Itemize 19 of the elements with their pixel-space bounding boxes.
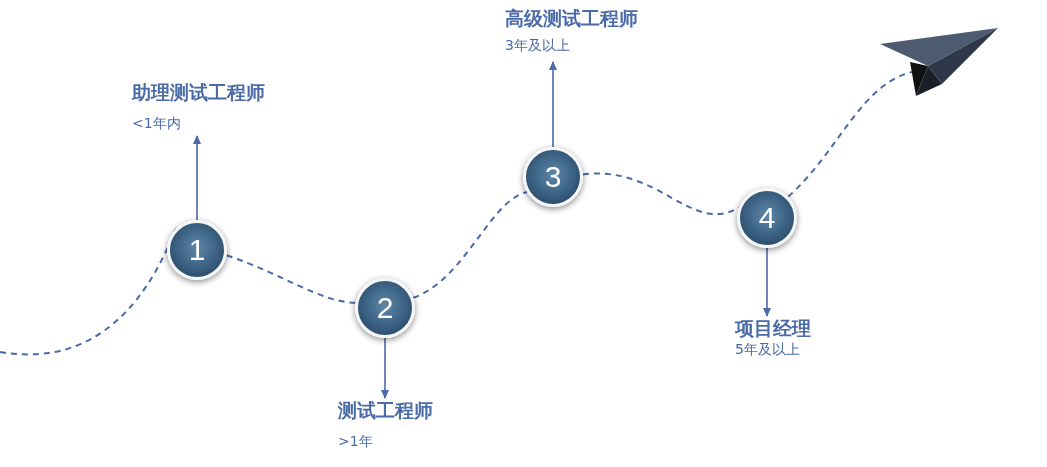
role-title: 助理测试工程师 — [132, 80, 265, 104]
duration-text: >1年 — [338, 432, 373, 450]
arrow — [381, 337, 389, 399]
duration-text: 3年及以上 — [505, 36, 570, 54]
duration-text: 5年及以上 — [735, 340, 800, 358]
step-circle: 4 — [737, 188, 797, 248]
dashed-path-line — [787, 71, 913, 198]
arrow — [763, 247, 771, 317]
arrow — [549, 61, 557, 148]
arrow — [193, 135, 201, 221]
role-title: 高级测试工程师 — [505, 6, 638, 30]
role-title: 测试工程师 — [338, 398, 433, 422]
dashed-path-line — [412, 191, 528, 299]
role-title: 项目经理 — [735, 316, 811, 340]
step-circle: 1 — [167, 220, 227, 280]
duration-text: <1年内 — [132, 114, 181, 132]
step-circle: 2 — [355, 278, 415, 338]
step-circle: 3 — [523, 147, 583, 207]
dashed-path-line — [225, 254, 357, 304]
